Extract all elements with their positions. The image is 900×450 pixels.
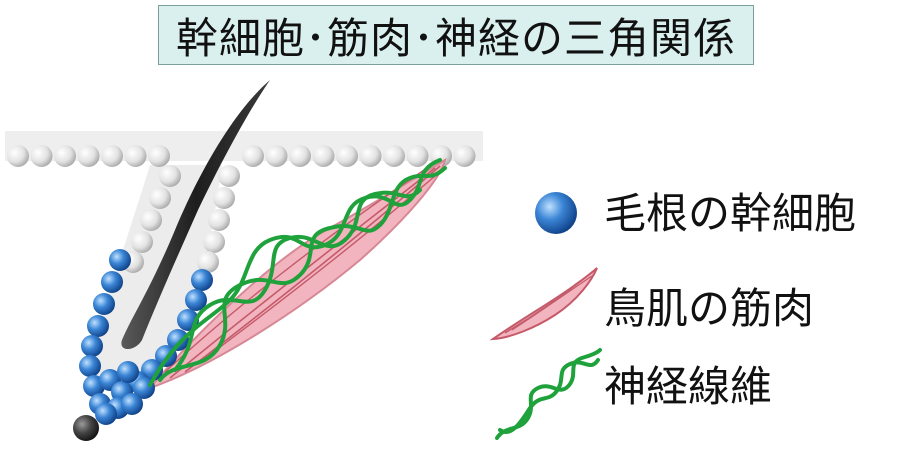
- skin-cell: [101, 145, 123, 167]
- stem-cell: [109, 249, 131, 271]
- skin-cell: [159, 165, 181, 187]
- skin-cell: [218, 165, 240, 187]
- skin-cell: [289, 145, 311, 167]
- skin-cell: [30, 145, 53, 167]
- skin-cell: [453, 145, 476, 167]
- blue-sphere-icon: [535, 192, 577, 234]
- skin-cell: [131, 231, 153, 253]
- legend-label-stem-cell: 毛根の幹細胞: [604, 189, 857, 238]
- skin-cell: [383, 145, 405, 167]
- skin-cell: [77, 145, 100, 167]
- skin-cell: [124, 145, 147, 167]
- skin-cell: [208, 209, 230, 231]
- green-helix-icon: [495, 348, 602, 440]
- stem-cell: [101, 271, 123, 293]
- nerve-fibers: [148, 158, 447, 387]
- skin-cell: [242, 145, 264, 167]
- skin-cell: [406, 145, 429, 167]
- hair-shaft: [121, 80, 270, 349]
- hair-bulb-cell: [73, 415, 99, 441]
- stem-cell: [191, 269, 213, 291]
- skin-cell: [213, 187, 235, 209]
- pink-muscle-icon: [489, 267, 598, 341]
- page-title: 幹細胞･筋肉･神経の三角関係: [175, 13, 736, 63]
- skin-cell: [140, 209, 162, 231]
- skin-cell: [203, 231, 225, 253]
- stem-cell: [117, 361, 139, 383]
- stem-cell: [79, 355, 101, 377]
- hair-follicle-stem-cells: [79, 249, 213, 425]
- stem-cell: [95, 403, 117, 425]
- skin-cell: [149, 187, 171, 209]
- stem-cell: [87, 315, 109, 337]
- skin-cell: [336, 145, 358, 167]
- stem-cell: [93, 293, 115, 315]
- stem-cell: [81, 335, 103, 357]
- stem-cell: [185, 289, 207, 311]
- legend-label-nerve: 神経線維: [604, 362, 773, 411]
- skin-cell: [359, 145, 382, 167]
- stem-cell: [167, 329, 189, 351]
- title-box: 幹細胞･筋肉･神経の三角関係: [158, 5, 754, 65]
- skin-cell: [265, 145, 288, 167]
- skin-cell: [312, 145, 335, 167]
- legend-label-muscle: 鳥肌の筋肉: [604, 284, 815, 333]
- skin-cell: [54, 145, 76, 167]
- skin-cell: [148, 145, 170, 167]
- stem-cell: [121, 393, 143, 415]
- skin-cell: [7, 145, 29, 167]
- skin-cell: [197, 251, 219, 273]
